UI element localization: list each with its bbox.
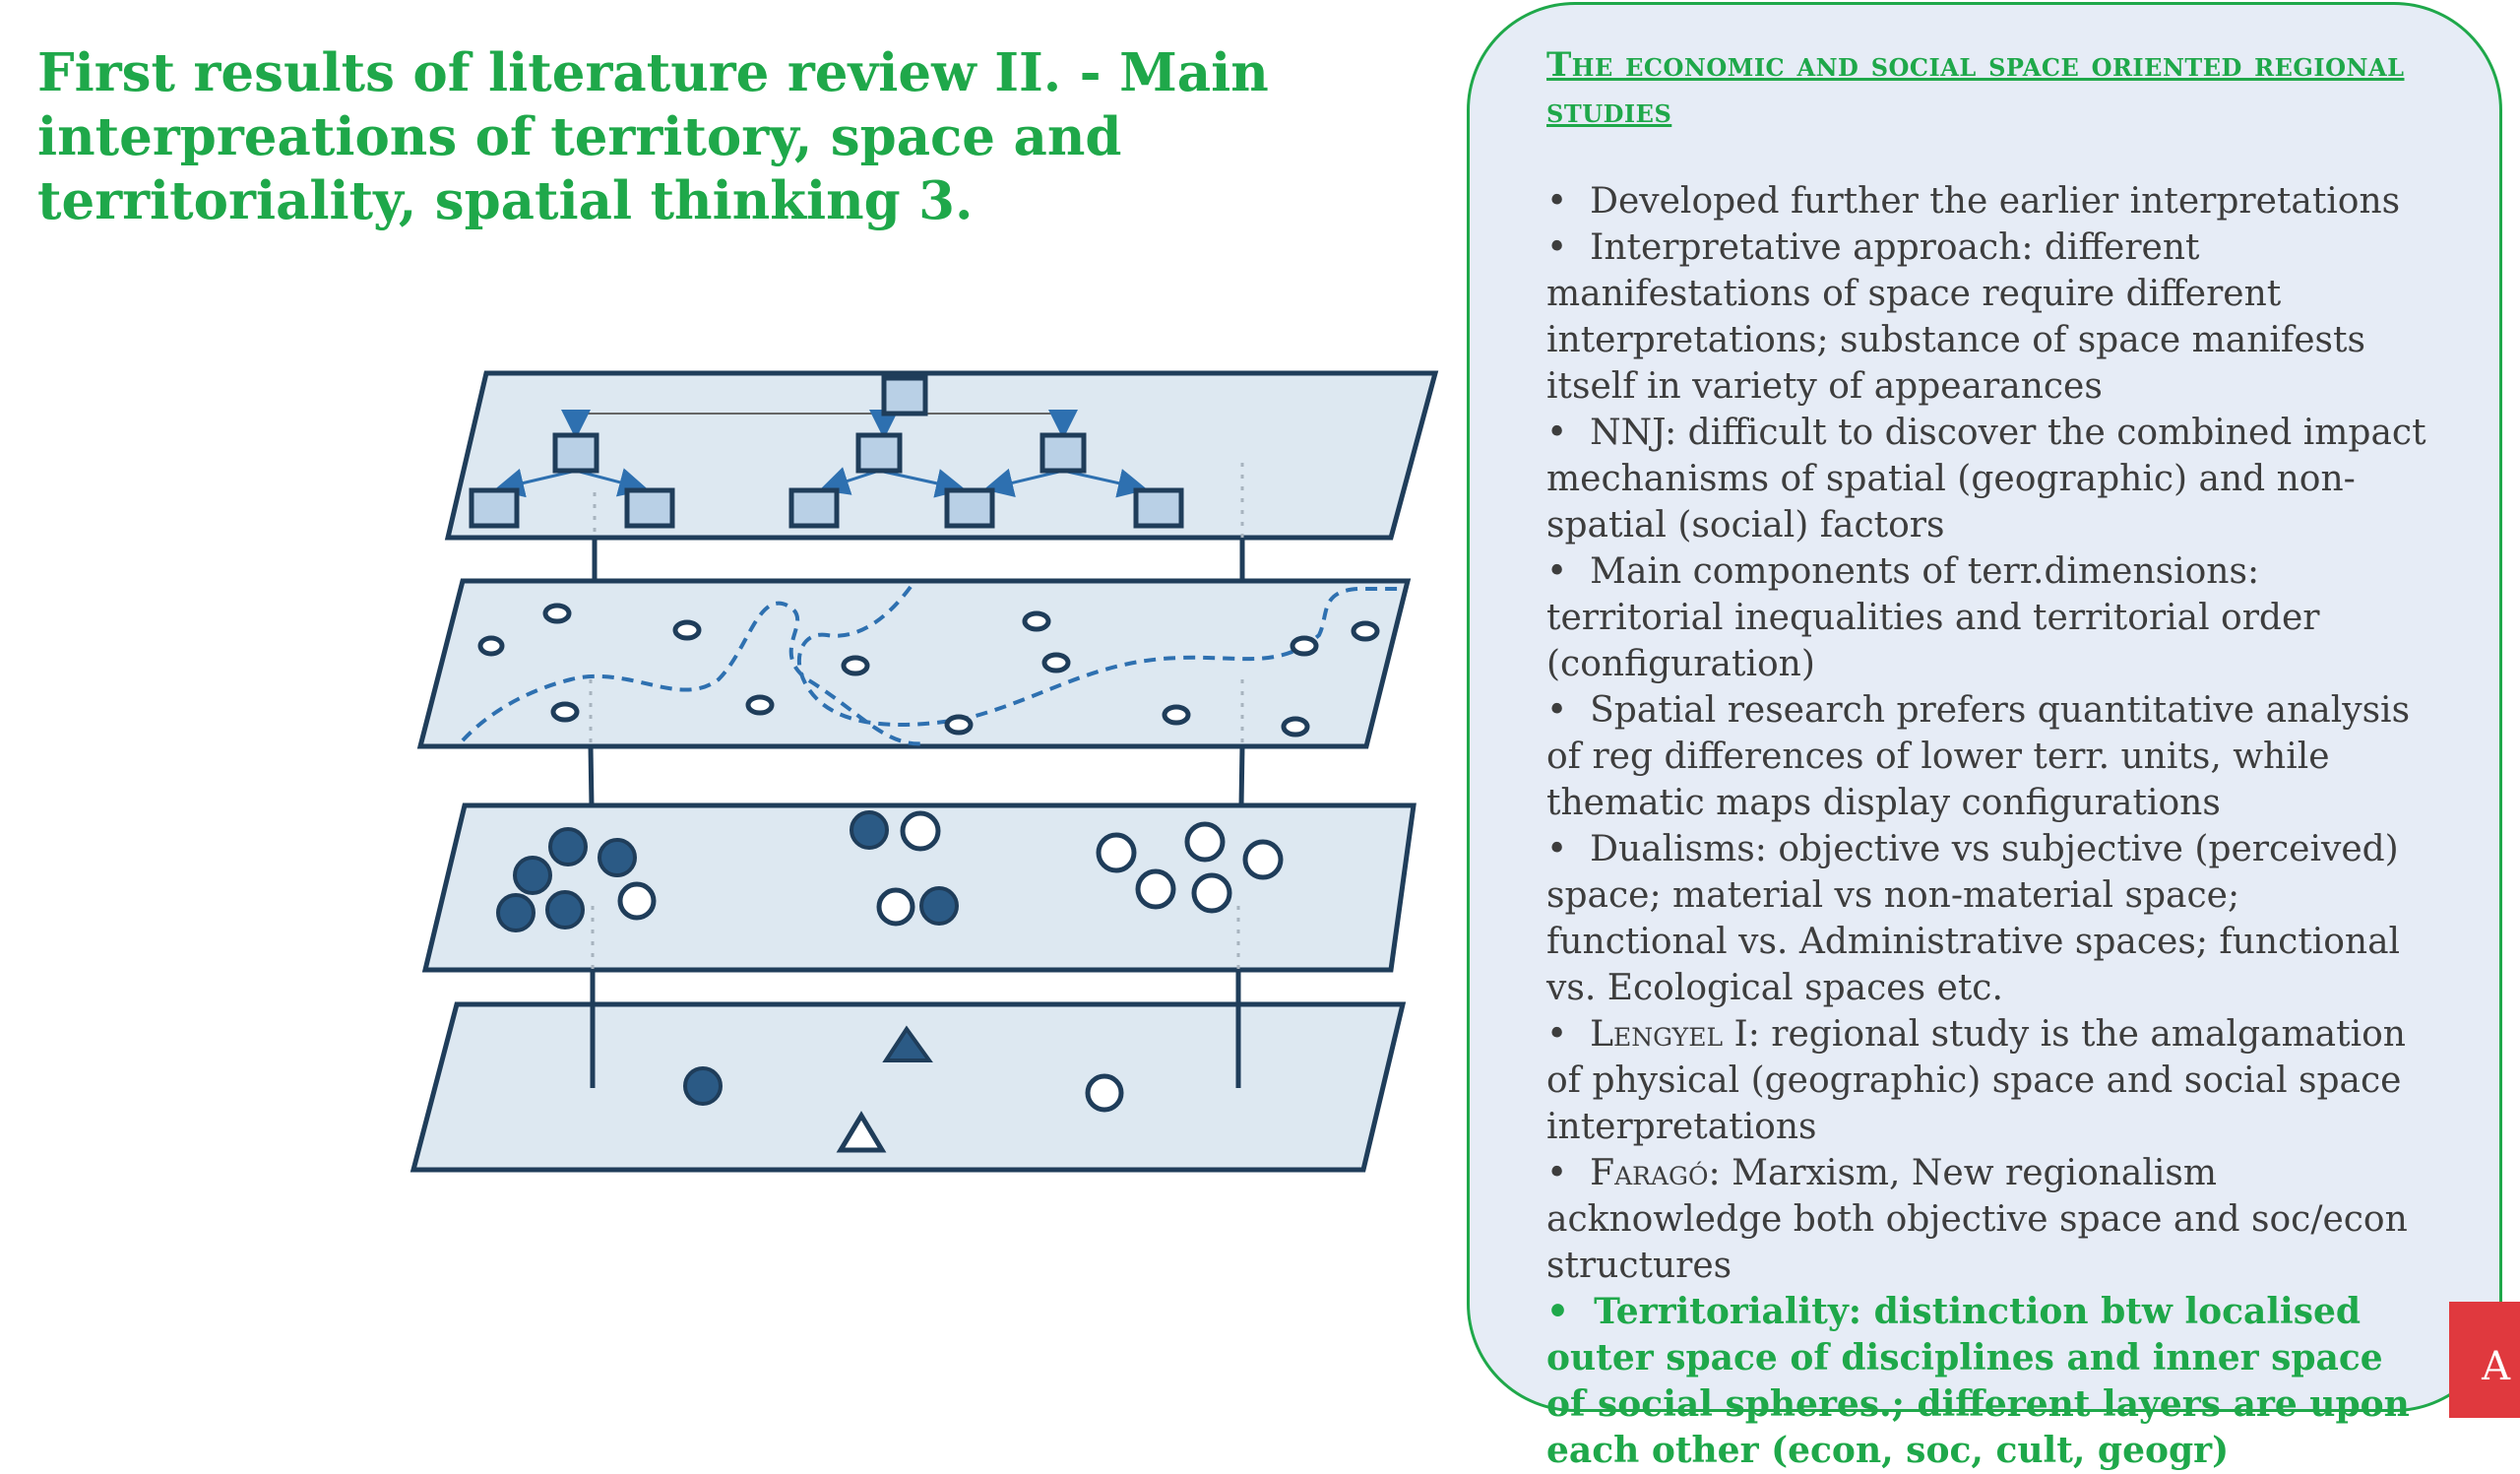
node-l3-3 xyxy=(788,487,840,529)
layer-base xyxy=(410,1001,1407,1173)
bullet-item: Lengyel I: regional study is the amalgam… xyxy=(1546,1011,2430,1150)
boundary-lines xyxy=(461,585,1400,746)
bullet-item: NNJ: difficult to discover the combined … xyxy=(1546,410,2430,548)
author-name: Lengyel I xyxy=(1590,1014,1748,1055)
slide-title: First results of literature review II. -… xyxy=(37,42,1269,231)
bullet-item: Main components of terr.dimensions: terr… xyxy=(1546,548,2430,687)
corner-logo-badge: A xyxy=(2449,1302,2520,1418)
bullet-item: Interpretative approach: different manif… xyxy=(1546,224,2430,410)
node-l2-1 xyxy=(552,432,599,474)
open-circles-layer2 xyxy=(477,603,1380,737)
bullet-item: Faragó: Marxism, New regionalism acknowl… xyxy=(1546,1150,2430,1289)
node-l2-3 xyxy=(1040,432,1087,474)
node-l3-5 xyxy=(1133,487,1184,529)
author-name: Faragó xyxy=(1590,1153,1709,1193)
triangle-filled xyxy=(882,1025,933,1062)
triangle-open xyxy=(836,1111,887,1153)
hierarchy-tree xyxy=(494,410,1148,498)
hierarchy-nodes xyxy=(469,375,1184,529)
panel-heading: The economic and social space oriented r… xyxy=(1546,45,2405,131)
node-l3-4 xyxy=(944,487,995,529)
node-l2-2 xyxy=(855,432,903,474)
filled-circles-layer3 xyxy=(496,810,959,932)
bullet-item: Developed further the earlier interpreta… xyxy=(1546,178,2430,224)
layered-space-diagram xyxy=(410,370,1439,1173)
bullet-list: Developed further the earlier interpreta… xyxy=(1546,178,2430,1474)
node-l3-2 xyxy=(624,487,675,529)
node-l3-1 xyxy=(469,487,520,529)
text-panel: The economic and social space oriented r… xyxy=(1467,2,2502,1471)
node-root xyxy=(881,375,928,417)
bullet-item: Spatial research prefers quantitative an… xyxy=(1546,687,2430,826)
layer-boundaries xyxy=(416,578,1412,749)
open-circle-base xyxy=(1085,1073,1124,1113)
filled-circle-base xyxy=(683,1066,723,1106)
bullet-item-highlight: Territoriality: distinction btw localise… xyxy=(1546,1289,2430,1474)
layer-clusters xyxy=(421,802,1417,973)
bullet-item: Dualisms: objective vs subjective (perce… xyxy=(1546,826,2430,1011)
open-circles-layer3 xyxy=(617,810,1284,927)
